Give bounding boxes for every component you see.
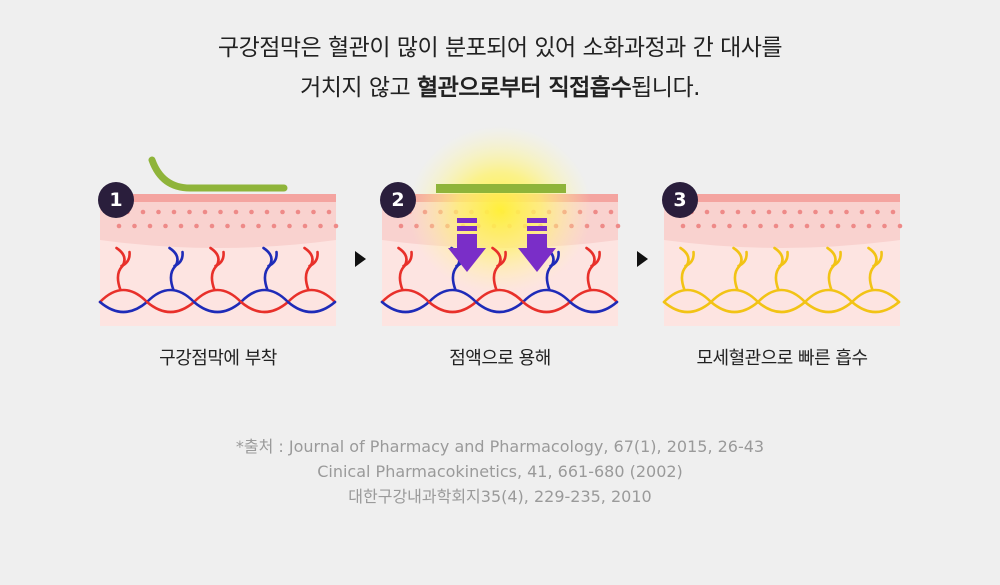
cell-dot bbox=[820, 224, 825, 229]
cell-dot bbox=[194, 224, 199, 229]
dissolving-glow bbox=[408, 126, 592, 294]
headline-line-2: 거치지 않고 혈관으로부터 직접흡수됩니다. bbox=[0, 68, 1000, 108]
cell-dot bbox=[898, 224, 903, 229]
cell-dot bbox=[844, 210, 849, 215]
cell-dot bbox=[882, 224, 887, 229]
cell-dot bbox=[399, 224, 404, 229]
step-2-illustration bbox=[382, 130, 618, 330]
step-2: 2 점액으로 용해 bbox=[382, 130, 618, 330]
cell-dot bbox=[148, 224, 153, 229]
step-caption: 점액으로 용해 bbox=[382, 344, 618, 370]
citation-line: *출처 : Journal of Pharmacy and Pharmacolo… bbox=[0, 434, 1000, 459]
cell-dot bbox=[860, 210, 865, 215]
cell-dot bbox=[609, 210, 614, 215]
mucosa-surface bbox=[664, 194, 900, 202]
step-caption: 구강점막에 부착 bbox=[100, 344, 336, 370]
cell-dot bbox=[727, 224, 732, 229]
mucosa-surface bbox=[100, 194, 336, 202]
cell-dot bbox=[767, 210, 772, 215]
cell-dot bbox=[751, 210, 756, 215]
mucosa-layer bbox=[100, 194, 336, 248]
cell-dot bbox=[327, 210, 332, 215]
cell-dot bbox=[249, 210, 254, 215]
cell-dot bbox=[836, 224, 841, 229]
cell-dot bbox=[203, 210, 208, 215]
cell-dot bbox=[225, 224, 230, 229]
cell-dot bbox=[311, 210, 316, 215]
cell-dot bbox=[736, 210, 741, 215]
patch-strip bbox=[152, 160, 284, 188]
citation-line: 대한구강내과학회지35(4), 229-235, 2010 bbox=[0, 484, 1000, 509]
cell-dot bbox=[712, 224, 717, 229]
step-number-badge: 2 bbox=[380, 182, 416, 218]
step-caption: 모세혈관으로 빠른 흡수 bbox=[664, 344, 900, 370]
cell-dot bbox=[616, 224, 621, 229]
mucosa-layer bbox=[664, 194, 900, 248]
step-1-illustration bbox=[100, 130, 336, 330]
step-arrow-icon bbox=[637, 251, 648, 267]
cell-dot bbox=[867, 224, 872, 229]
cell-dot bbox=[179, 224, 184, 229]
cell-dot bbox=[789, 224, 794, 229]
cell-dot bbox=[782, 210, 787, 215]
cell-dot bbox=[774, 224, 779, 229]
cell-dot bbox=[875, 210, 880, 215]
headline-line-1: 구강점막은 혈관이 많이 분포되어 있어 소화과정과 간 대사를 bbox=[0, 28, 1000, 68]
cell-dot bbox=[813, 210, 818, 215]
cell-dot bbox=[117, 224, 122, 229]
cell-dot bbox=[234, 210, 239, 215]
cell-dot bbox=[705, 210, 710, 215]
cell-dot bbox=[318, 224, 323, 229]
cell-dot bbox=[743, 224, 748, 229]
cell-dot bbox=[758, 224, 763, 229]
headline-line-2-post: 됩니다. bbox=[631, 75, 700, 101]
step-3-illustration bbox=[664, 130, 900, 330]
absorption-steps: 1 구강점막에 부착 bbox=[0, 130, 1000, 380]
cell-dot bbox=[798, 210, 803, 215]
cell-dot bbox=[187, 210, 192, 215]
step-number-badge: 1 bbox=[98, 182, 134, 218]
cell-dot bbox=[141, 210, 146, 215]
cell-dot bbox=[696, 224, 701, 229]
cell-dot bbox=[303, 224, 308, 229]
patch-strip bbox=[436, 184, 566, 193]
cell-dot bbox=[851, 224, 856, 229]
cell-dot bbox=[829, 210, 834, 215]
cell-dot bbox=[600, 224, 605, 229]
cell-dot bbox=[256, 224, 261, 229]
headline-emphasis: 혈관으로부터 직접흡수 bbox=[417, 75, 631, 101]
cell-dot bbox=[720, 210, 725, 215]
citation-line: Cinical Pharmacokinetics, 41, 661-680 (2… bbox=[0, 459, 1000, 484]
cell-dot bbox=[593, 210, 598, 215]
cell-dot bbox=[334, 224, 339, 229]
cell-dot bbox=[272, 224, 277, 229]
cell-dot bbox=[280, 210, 285, 215]
cell-dot bbox=[805, 224, 810, 229]
step-3: 3 모세혈관으로 빠른 흡수 bbox=[664, 130, 900, 330]
headline: 구강점막은 혈관이 많이 분포되어 있어 소화과정과 간 대사를 거치지 않고 … bbox=[0, 28, 1000, 108]
cell-dot bbox=[241, 224, 246, 229]
cell-dot bbox=[265, 210, 270, 215]
cell-dot bbox=[163, 224, 168, 229]
cell-dot bbox=[156, 210, 161, 215]
step-1: 1 구강점막에 부착 bbox=[100, 130, 336, 330]
headline-line-2-pre: 거치지 않고 bbox=[300, 75, 417, 101]
cell-dot bbox=[891, 210, 896, 215]
source-citations: *출처 : Journal of Pharmacy and Pharmacolo… bbox=[0, 434, 1000, 509]
cell-dot bbox=[132, 224, 137, 229]
cell-dot bbox=[296, 210, 301, 215]
cell-dot bbox=[287, 224, 292, 229]
step-arrow-icon bbox=[355, 251, 366, 267]
cell-dot bbox=[172, 210, 177, 215]
step-number-badge: 3 bbox=[662, 182, 698, 218]
cell-dot bbox=[210, 224, 215, 229]
cell-dot bbox=[681, 224, 686, 229]
cell-dot bbox=[218, 210, 223, 215]
